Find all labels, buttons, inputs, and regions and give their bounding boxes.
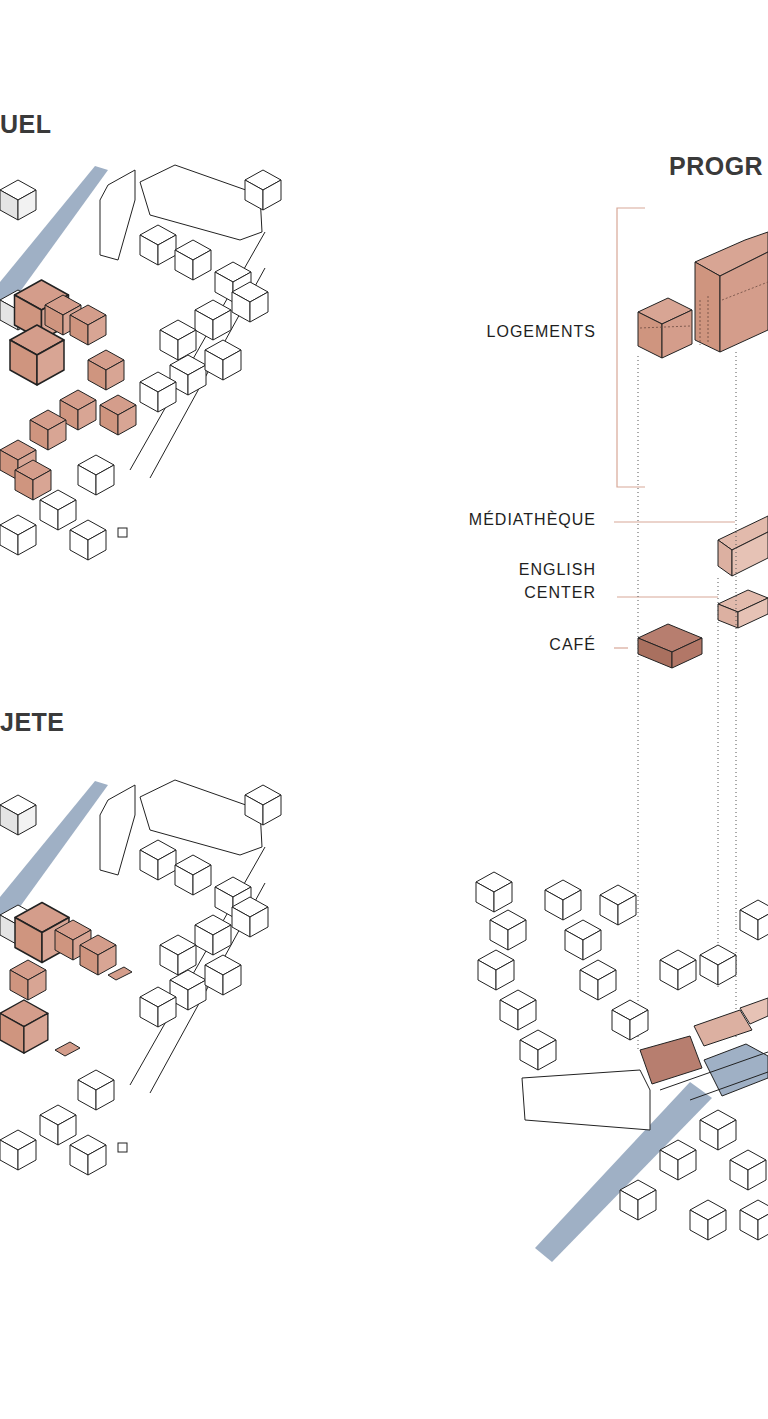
program-label: CAFÉ bbox=[496, 633, 596, 656]
label-holder: PROGR bbox=[669, 152, 763, 181]
label-holder: JETE bbox=[0, 708, 65, 737]
label-holder: UEL bbox=[0, 110, 52, 139]
section-heading: JETE bbox=[0, 708, 65, 737]
label-holder: CAFÉ bbox=[496, 633, 596, 656]
program-label: LOGEMENTS bbox=[436, 320, 596, 343]
label-holder: ENGLISH CENTER bbox=[496, 558, 596, 604]
label-holder: MÉDIATHÈQUE bbox=[436, 508, 596, 531]
program-label: MÉDIATHÈQUE bbox=[436, 508, 596, 531]
program-label: ENGLISH CENTER bbox=[496, 558, 596, 604]
section-heading: UEL bbox=[0, 110, 52, 139]
section-heading: PROGR bbox=[669, 152, 763, 181]
label-holder: LOGEMENTS bbox=[436, 320, 596, 343]
